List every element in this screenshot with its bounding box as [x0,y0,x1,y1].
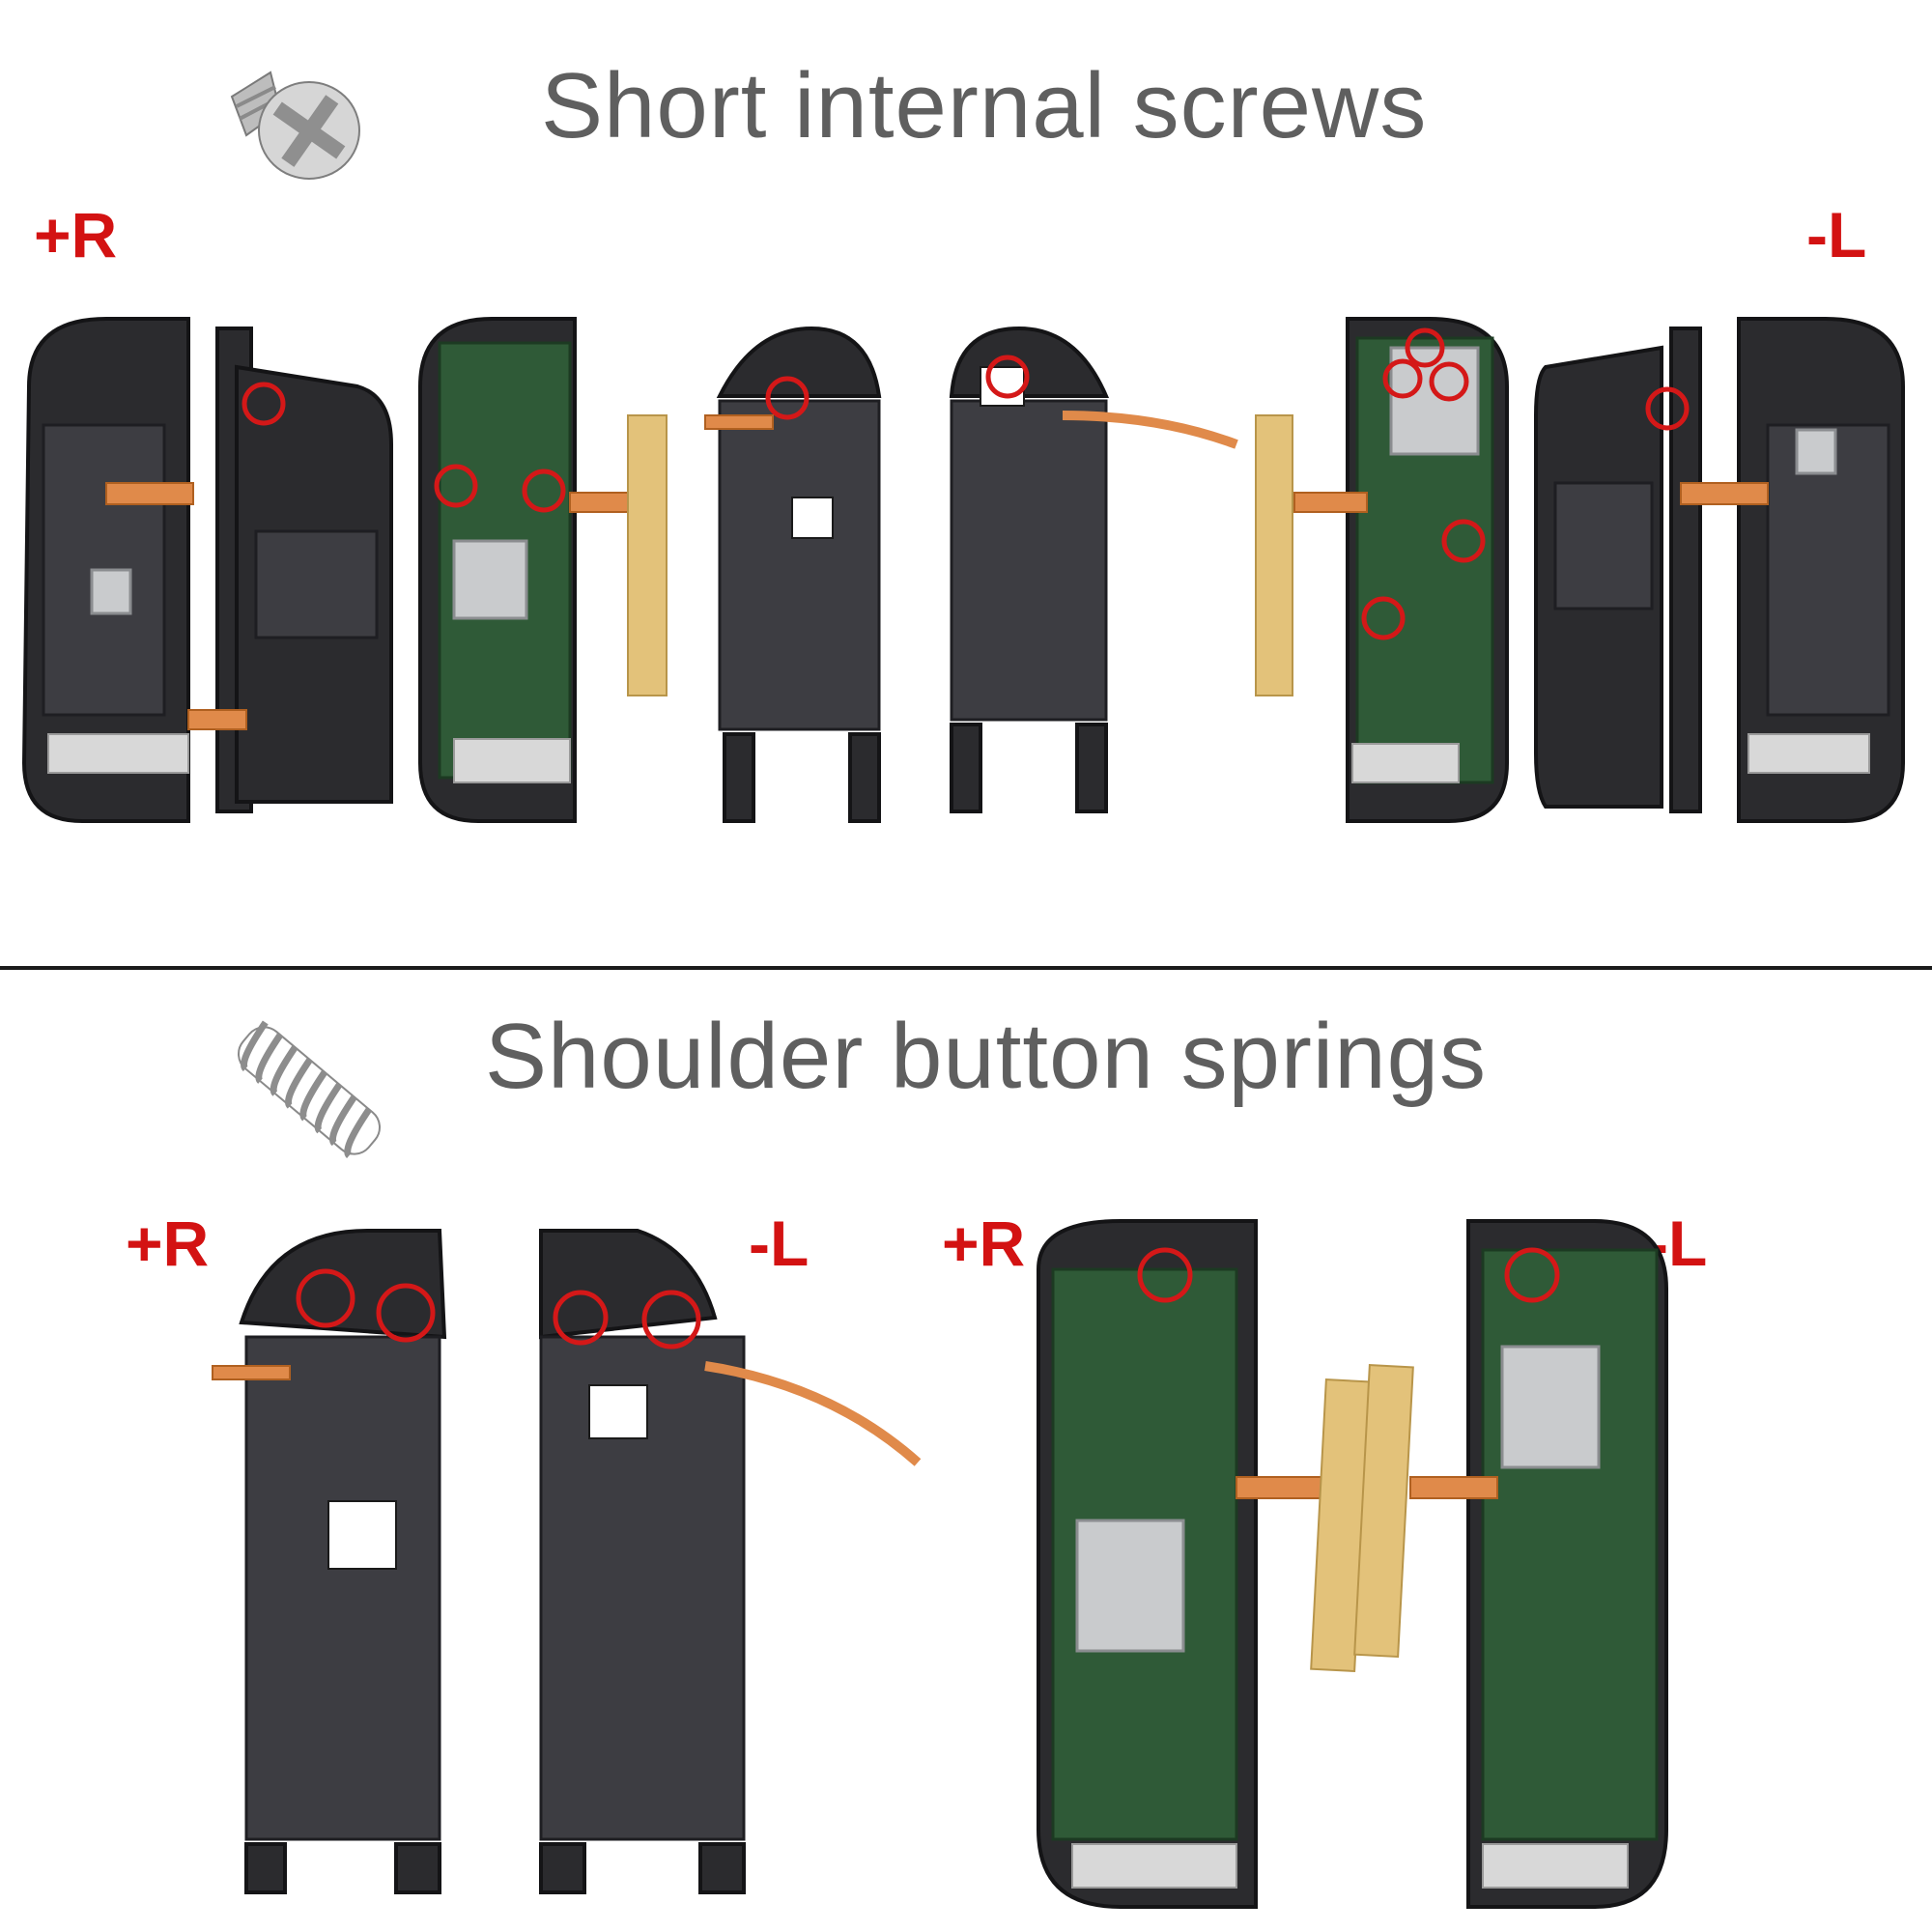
screw-marker [985,355,1030,399]
right-pcb-large [1037,1219,1324,1909]
spring-marker [1504,1247,1560,1303]
screw-marker [1645,386,1690,431]
joycon-parts-row-top [21,317,1905,823]
screw-marker [434,464,478,508]
screw-marker [765,376,810,420]
section-divider [0,966,1932,970]
section-screws: Short internal screws +R -L [21,54,1905,823]
button-strip [1255,414,1293,696]
button-strip [627,414,668,696]
spring-marker [641,1290,701,1350]
spring-marker [296,1268,355,1328]
spring-marker [1137,1247,1193,1303]
spring-marker [376,1283,436,1343]
screw-icon [230,71,360,180]
left-side-rail [1534,327,1702,813]
section-springs: Shoulder button springs +R -L +R -L [0,970,1932,1932]
screw-marker [1361,596,1406,640]
left-battery-frame-large [539,1229,922,1894]
label-right-joycon: +R [34,199,118,270]
screw-marker [1441,519,1486,563]
right-battery-frame [704,326,882,823]
left-battery-frame [949,326,1238,813]
left-pcb-large [1409,1219,1668,1909]
left-pcb-shell [1293,317,1509,823]
right-pcb-shell [418,317,648,823]
button-strip [1353,1364,1414,1659]
label-right-joycon-a: +R [126,1208,210,1279]
screw-marker [522,469,566,513]
right-rear-shell [21,317,194,823]
screw-marker [242,382,286,426]
right-battery-frame-large [212,1229,447,1894]
joycon-parts-row-bottom [212,1219,1668,1909]
right-side-rail [187,327,393,813]
spring-icon [237,1020,382,1159]
left-rear-shell [1680,317,1905,823]
label-right-joycon-b: +R [942,1208,1026,1279]
screw-marker [1429,361,1469,402]
screw-marker [1405,327,1445,368]
spring-marker [553,1290,609,1346]
screw-marker [1382,358,1423,399]
label-left-joycon-a: -L [749,1208,810,1279]
label-left-joycon: -L [1806,199,1867,270]
section-title-screws: Short internal screws [541,54,1428,157]
section-title-springs: Shoulder button springs [485,1005,1487,1108]
